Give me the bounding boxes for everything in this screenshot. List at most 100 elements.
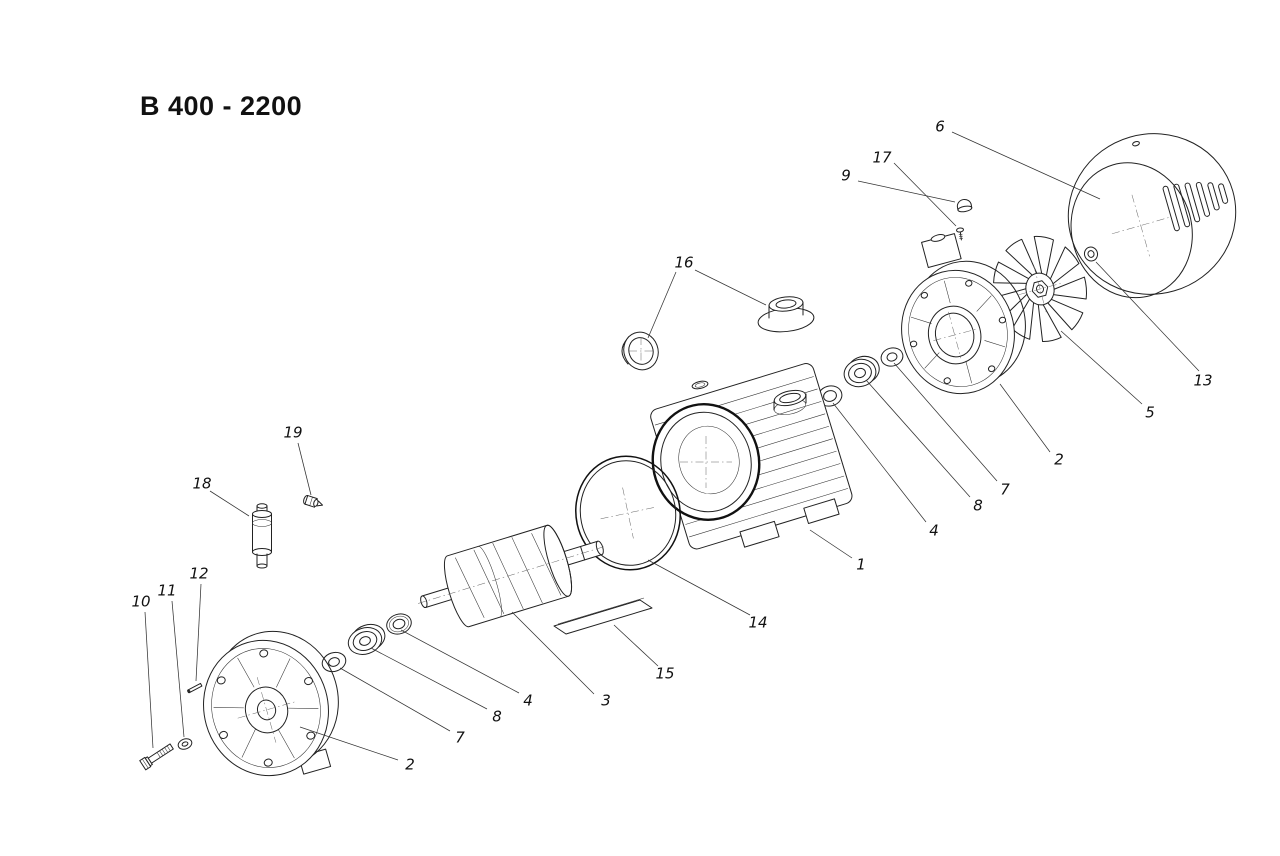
- cover-rib: [965, 360, 972, 384]
- leader-line: [370, 647, 488, 710]
- leader-line: [647, 559, 751, 616]
- fan-blade: [1037, 304, 1062, 343]
- cover-rib: [288, 707, 319, 709]
- rear-cover-details: [909, 280, 1007, 384]
- cover-rib: [213, 707, 244, 709]
- vent-slot: [1184, 182, 1201, 223]
- bolt-hole: [304, 676, 313, 686]
- bolt-hole: [219, 730, 228, 740]
- cover-rib: [910, 316, 932, 324]
- leader-line: [299, 726, 399, 761]
- bolt-hole: [920, 291, 929, 299]
- vent-slot: [1162, 185, 1180, 232]
- callout-5: 5: [1145, 404, 1155, 422]
- page-title: B 400 - 2200: [140, 91, 302, 121]
- callout-2: 2: [405, 756, 415, 774]
- part-washer-11: [177, 738, 193, 750]
- part-front-cover: [203, 630, 339, 777]
- part-rear-cover: [901, 233, 1026, 395]
- housing-small-boss: [691, 380, 709, 390]
- cover-rib: [944, 280, 951, 304]
- leader-line: [400, 629, 520, 694]
- leader-line: [951, 131, 1101, 200]
- vent-slot: [1173, 183, 1191, 228]
- callout-17: 17: [872, 149, 892, 167]
- callout-13: 13: [1193, 372, 1212, 390]
- leader-line: [613, 624, 659, 667]
- cover-rib: [984, 340, 1006, 348]
- part-rotor: [418, 524, 606, 628]
- callout-3: 3: [601, 692, 611, 710]
- callout-6: 6: [935, 118, 945, 136]
- fan-blade: [1047, 298, 1084, 331]
- part-washer-7-left: [321, 651, 347, 673]
- callout-8: 8: [492, 708, 502, 726]
- part-fitting: [303, 494, 324, 508]
- fan-blade: [993, 261, 1030, 284]
- cover-rib: [976, 295, 992, 312]
- cover-rib: [277, 728, 295, 759]
- callout-11: 11: [157, 582, 176, 600]
- callout-10: 10: [131, 593, 150, 611]
- leader-line: [865, 379, 971, 498]
- vent-slot: [1218, 183, 1229, 204]
- part-bearing-left: [347, 623, 386, 655]
- leader-line: [209, 490, 250, 517]
- callout-4: 4: [523, 692, 533, 710]
- part-pin: [187, 682, 203, 694]
- leader-line: [1095, 261, 1200, 372]
- bolt-hole: [263, 758, 273, 767]
- callout-7: 7: [455, 729, 465, 747]
- part-washer-7-right: [880, 347, 904, 367]
- leader-line: [694, 269, 767, 306]
- callout-1: 1: [856, 556, 866, 574]
- part-hex-bolt: [139, 743, 174, 771]
- bolt-hole: [909, 340, 918, 348]
- bolt-hole: [216, 676, 226, 685]
- leader-line: [857, 180, 956, 203]
- callout-2: 2: [1054, 451, 1064, 469]
- part-washer-4-left: [386, 613, 412, 635]
- cover-rib: [276, 658, 291, 688]
- front-cover-details: [213, 649, 319, 767]
- fan-blade: [1053, 276, 1087, 300]
- part-cap-nut: [956, 199, 973, 213]
- callout-16: 16: [674, 254, 693, 272]
- leader-line: [832, 402, 927, 523]
- part-bearing-right: [843, 355, 880, 388]
- fan-blade: [1005, 238, 1038, 276]
- bolt-hole: [965, 280, 973, 287]
- housing-top-port: [773, 389, 807, 415]
- bolt-hole: [998, 316, 1007, 324]
- part-gasket-strip: [553, 597, 653, 635]
- leader-line: [511, 611, 595, 695]
- part-fan-cover: [1067, 133, 1237, 299]
- part-washer-13: [1083, 246, 1099, 262]
- leader-line: [999, 383, 1051, 453]
- bolt-hole: [987, 365, 996, 373]
- part-o-ring: [575, 455, 681, 571]
- leader-line: [1060, 330, 1143, 405]
- leader-line: [195, 583, 202, 682]
- vent-slot: [1195, 181, 1211, 217]
- bolt-hole: [943, 377, 951, 384]
- callout-14: 14: [748, 614, 767, 632]
- callout-15: 15: [655, 665, 674, 683]
- callout-12: 12: [189, 565, 208, 583]
- fan-blade: [1049, 246, 1080, 285]
- housing-front-face: [651, 403, 761, 521]
- leader-line: [171, 600, 185, 738]
- cover-rib: [237, 657, 255, 688]
- callout-7: 7: [1000, 481, 1010, 499]
- vent-slot: [1207, 182, 1220, 211]
- fan-blade: [1033, 236, 1054, 276]
- callout-4: 4: [929, 522, 939, 540]
- cover-rib: [241, 728, 256, 758]
- part-muffler-cap: [757, 296, 815, 333]
- part-muffler-plug: [621, 331, 659, 371]
- callout-8: 8: [973, 497, 983, 515]
- part-valve: [252, 503, 272, 569]
- leader-line: [144, 611, 154, 749]
